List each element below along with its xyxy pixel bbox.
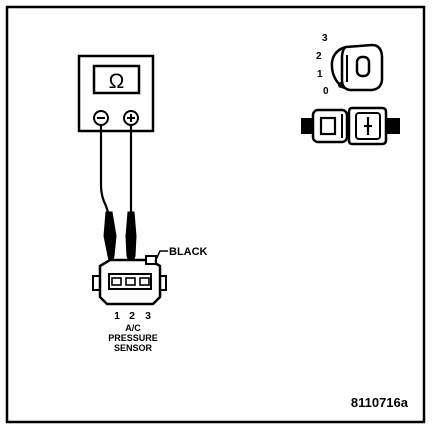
key-slot <box>355 55 371 78</box>
black-wire-label: BLACK <box>169 246 208 258</box>
switch-position-0: 0 <box>323 86 329 97</box>
ohmmeter-display <box>92 64 141 95</box>
sensor-name-line-3: SENSOR <box>114 343 153 353</box>
ignition-switch-icon <box>330 43 384 92</box>
ac-pressure-sensor-connector <box>92 255 167 306</box>
black-wire-leader <box>154 250 168 263</box>
figure-border <box>5 5 426 424</box>
ohmmeter: Ω <box>77 54 155 133</box>
ohm-symbol: Ω <box>109 70 125 93</box>
switch-position-1: 1 <box>317 69 323 80</box>
terminal-1 <box>111 277 122 286</box>
sensor-name-line-1: A/C <box>125 323 141 333</box>
sensor-name-line-2: PRESSURE <box>108 333 158 343</box>
figure-code: 8110716a <box>351 395 409 410</box>
plus-icon <box>127 114 135 122</box>
terminal-2 <box>125 277 136 286</box>
terminal-number-3: 3 <box>145 310 151 322</box>
connector-lock-tab <box>145 255 157 265</box>
disconnected-connector-icon <box>301 106 400 146</box>
terminal-3 <box>139 277 150 286</box>
positive-test-lead <box>125 125 137 277</box>
switch-position-2: 2 <box>316 51 322 62</box>
switch-position-dot <box>338 82 344 88</box>
terminal-number-2: 2 <box>129 310 135 322</box>
terminal-number-1: 1 <box>114 310 120 322</box>
switch-position-3: 3 <box>322 33 328 44</box>
negative-test-lead <box>99 125 117 278</box>
